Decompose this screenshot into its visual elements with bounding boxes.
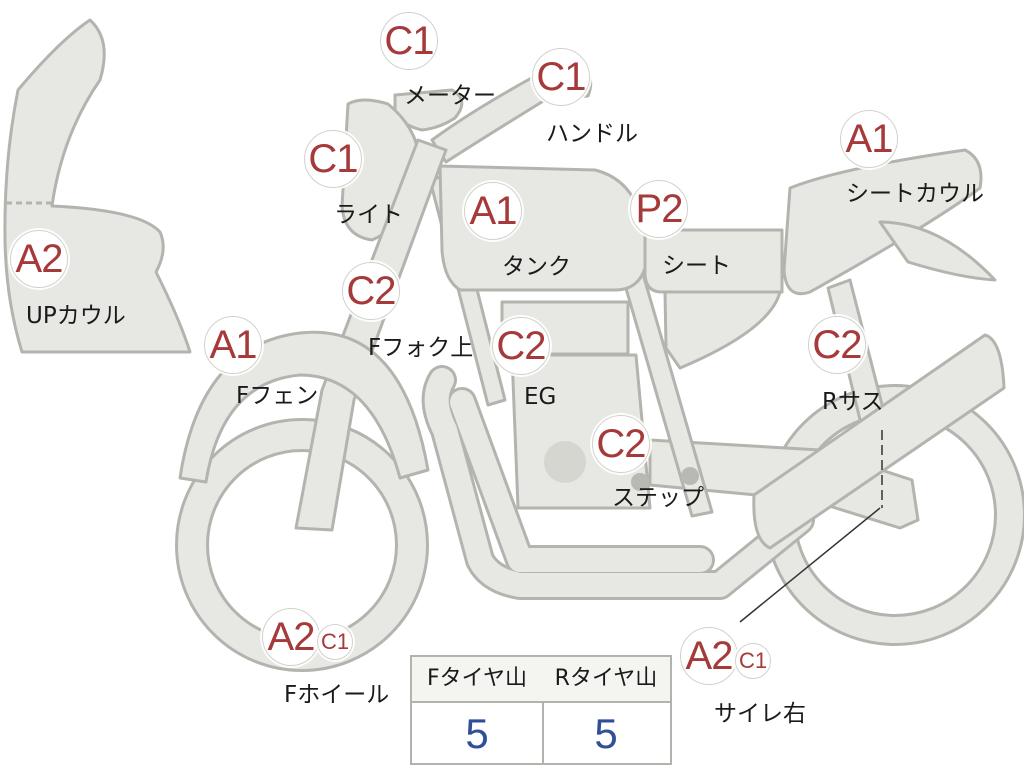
rear-tire-value: 5 [594,710,618,757]
seat-lower [663,290,782,370]
grade-badge-light: C1 [304,130,362,188]
grade-badge-meter: C1 [380,12,438,70]
part-label-engine: EG [524,384,557,410]
tail-fin [878,220,997,282]
grade-badge-muffler-right: A2 [680,627,738,685]
grade-badge-seat-cowl: A1 [840,110,898,168]
tire-tread-table: Fタイヤ山 5 Rタイヤ山 5 [410,655,672,765]
front-tire-column: Fタイヤ山 5 [412,657,544,763]
grade-badge-seat: P2 [630,180,688,238]
part-label-seat-cowl: シートカウル [846,181,984,207]
grade-badge-f-fork-upper: C2 [342,262,400,320]
rear-tire-header: Rタイヤ山 [542,657,670,703]
front-fork [294,138,448,532]
rear-tire-column: Rタイヤ山 5 [542,657,670,763]
part-label-muffler-right: サイレ右 [714,701,806,727]
front-tire-header: Fタイヤ山 [412,657,542,703]
part-label-handle: ハンドル [546,121,638,147]
step-peg-1 [631,473,649,491]
front-tire-value: 5 [465,710,489,757]
grade-badge-up-cowl: A2 [10,230,68,288]
grade-badge-tank: A1 [464,182,522,240]
grade-badge-engine: C2 [492,317,550,375]
muffler [752,333,1006,550]
grade-badge-muffler-right-secondary: C1 [735,643,771,679]
grade-badge-handle: C1 [532,48,590,106]
part-label-f-fork-upper: Fフォク上 [368,335,474,361]
part-label-up-cowl: UPカウル [26,303,126,329]
part-label-seat: シート [662,253,731,279]
step-peg-2 [681,467,699,485]
grade-badge-f-wheel: A2 [262,608,320,666]
leader-line-muffler [739,507,881,623]
frame-inner [424,368,812,597]
part-label-f-wheel: Fホイール [284,682,390,708]
grade-badge-f-fender: A1 [204,316,262,374]
part-label-tank: タンク [502,254,571,280]
grade-badge-step: C2 [592,415,650,473]
part-label-r-suspension: Rサス [822,389,884,415]
part-label-meter: メーター [404,83,496,109]
part-label-light: ライト [334,202,403,228]
grade-badge-f-wheel-secondary: C1 [317,624,353,660]
engine-cover [544,441,586,483]
part-label-step: ステップ [612,485,704,511]
grade-badge-r-suspension: C2 [808,316,866,374]
part-label-f-fender: Fフェン [236,383,319,409]
